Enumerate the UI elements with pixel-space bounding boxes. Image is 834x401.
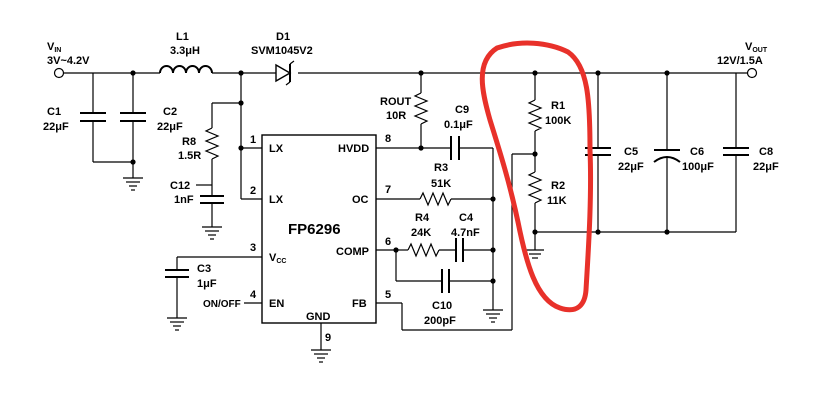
capacitor-C9: [450, 136, 493, 160]
c8-ref: C8: [759, 146, 773, 158]
capacitor-C2: [120, 73, 146, 178]
c3-ref: C3: [197, 263, 211, 275]
ground-comp: [483, 309, 503, 323]
vin-label: VIN: [47, 41, 61, 54]
highlight-loop: [479, 40, 594, 313]
pin-7-num: 7: [385, 184, 391, 196]
vout-terminal: [746, 67, 758, 79]
c9-ref: C9: [455, 104, 469, 116]
junction-dots: [130, 70, 670, 284]
capacitor-C4: [455, 238, 493, 262]
c8-value: 22μF: [753, 161, 779, 173]
vout-rating: 12V/1.5A: [717, 55, 763, 67]
resistor-R4: [396, 242, 456, 258]
inductor-L1: [159, 65, 213, 74]
capacitor-C3: [165, 256, 262, 331]
c12-ref: C12: [170, 180, 190, 192]
pin-9-num: 9: [325, 332, 331, 344]
pin-8-name: HVDD: [338, 143, 369, 155]
pin-2-num: 2: [250, 185, 256, 197]
r4-value: 24K: [411, 227, 431, 239]
rout-ref: ROUT: [380, 96, 411, 108]
ground-input: [123, 177, 143, 191]
resistor-R1: [527, 73, 543, 172]
pin-1-name: LX: [269, 143, 284, 155]
r1-value: 100K: [545, 115, 571, 127]
r8-value: 1.5R: [178, 150, 201, 162]
c4-ref: C4: [459, 212, 474, 224]
l1-value: 3.3μH: [170, 45, 200, 57]
pin-4-num: 4: [250, 289, 257, 301]
r1-ref: R1: [551, 100, 565, 112]
ic-part-number: FP6296: [288, 221, 341, 238]
r2-value: 11K: [547, 195, 567, 207]
c12-value: 1nF: [174, 194, 194, 206]
pin-6-name: COMP: [336, 246, 369, 258]
resistor-R2: [526, 171, 544, 259]
pin-4-name: EN: [269, 298, 284, 310]
pin-3-num: 3: [250, 242, 256, 254]
diode-D1: [275, 60, 295, 86]
c1-value: 22μF: [43, 121, 69, 133]
capacitor-C1: [80, 73, 106, 162]
pin-9-name: GND: [306, 311, 331, 323]
capacitor-C8: [723, 73, 749, 232]
resistor-R8: [196, 103, 220, 186]
pin-6-num: 6: [385, 236, 391, 248]
c2-ref: C2: [163, 106, 177, 118]
c5-ref: C5: [624, 146, 638, 158]
r4-ref: R4: [415, 212, 430, 224]
rout-value: 10R: [386, 110, 406, 122]
c2-value: 22μF: [157, 121, 183, 133]
pin-8-num: 8: [385, 133, 391, 145]
c6-value: 100μF: [682, 161, 714, 173]
c6-ref: C6: [690, 146, 704, 158]
capacitor-C5: [585, 73, 611, 232]
l1-ref: L1: [176, 31, 189, 43]
resistor-ROUT: [413, 73, 429, 148]
c9-value: 0.1μF: [444, 119, 473, 131]
vin-terminal: [53, 67, 65, 79]
c3-value: 1μF: [197, 278, 217, 290]
pin-5-name: FB: [352, 298, 367, 310]
d1-value: SVM1045V2: [251, 45, 313, 57]
vin-range: 3V~4.2V: [47, 55, 90, 67]
c10-value: 200pF: [424, 315, 456, 327]
r2-ref: R2: [551, 180, 565, 192]
r8-ref: R8: [182, 136, 196, 148]
ic-body: [261, 134, 377, 324]
vout-label: VOUT: [745, 41, 768, 54]
pin-1-num: 1: [250, 134, 256, 146]
c1-ref: C1: [47, 106, 61, 118]
pin-7-name: OC: [352, 194, 369, 206]
d1-ref: D1: [276, 31, 290, 43]
capacitor-C6: [653, 73, 681, 232]
r3-ref: R3: [434, 162, 448, 174]
pin-3-name: VCC: [269, 252, 286, 265]
c10-ref: C10: [432, 300, 452, 312]
pin-5-num: 5: [385, 289, 391, 301]
ground-ic: [311, 323, 331, 363]
r3-value: 51K: [431, 178, 451, 190]
capacitor-C10: [396, 269, 493, 293]
resistor-R3: [376, 191, 493, 207]
pin-2-name: LX: [269, 194, 284, 206]
c5-value: 22μF: [618, 161, 644, 173]
capacitor-C12: [200, 185, 224, 240]
en-net-label: ON/OFF: [203, 299, 241, 310]
c4-value: 4.7nF: [451, 227, 480, 239]
